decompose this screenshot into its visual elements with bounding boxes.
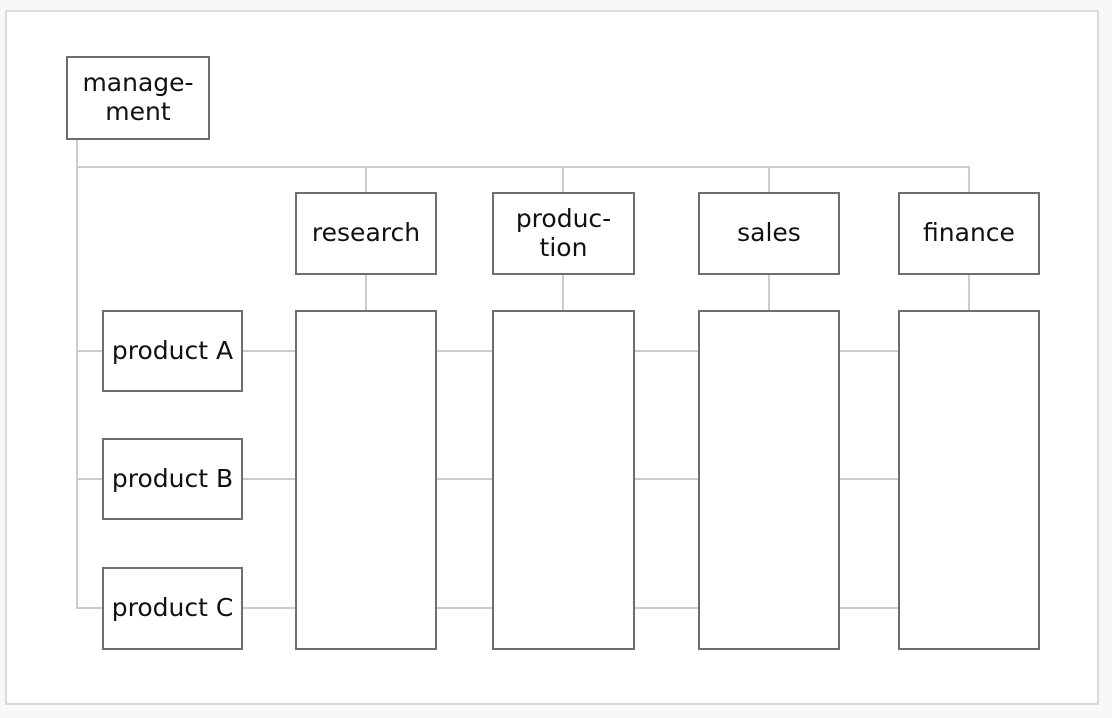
management-box: manage- ment bbox=[66, 56, 210, 140]
product-box-c: product C bbox=[102, 567, 243, 650]
department-box-sales: sales bbox=[698, 192, 840, 275]
connector-research-column-stub bbox=[365, 275, 367, 310]
product-box-b: product B bbox=[102, 438, 243, 520]
product-label-a: product A bbox=[111, 335, 234, 365]
department-box-research: research bbox=[295, 192, 437, 275]
department-column-production bbox=[492, 310, 635, 650]
department-box-production: produc- tion bbox=[492, 192, 635, 275]
connector-finance-column-stub bbox=[968, 275, 970, 310]
product-label-c: product C bbox=[111, 593, 234, 623]
connector-row-product-a bbox=[76, 350, 900, 352]
product-box-a: product A bbox=[102, 310, 243, 392]
connector-sales-column-stub bbox=[768, 275, 770, 310]
connector-management-trunk bbox=[76, 140, 78, 609]
department-box-finance: finance bbox=[898, 192, 1040, 275]
department-label-production: produc- tion bbox=[515, 203, 612, 262]
department-label-research: research bbox=[311, 218, 421, 248]
department-column-finance bbox=[898, 310, 1040, 650]
department-column-sales bbox=[698, 310, 840, 650]
management-label: manage- ment bbox=[82, 68, 194, 126]
connector-production-column-stub bbox=[562, 275, 564, 310]
department-label-sales: sales bbox=[737, 218, 801, 248]
connector-production-top-stub bbox=[562, 166, 564, 192]
connector-row-product-c bbox=[76, 607, 900, 609]
connector-sales-top-stub bbox=[768, 166, 770, 192]
product-label-b: product B bbox=[111, 463, 234, 493]
department-label-finance: finance bbox=[923, 218, 1015, 248]
connector-research-top-stub bbox=[365, 166, 367, 192]
connector-finance-top-stub bbox=[968, 166, 970, 192]
connector-row-product-b bbox=[76, 478, 900, 480]
connector-department-branch bbox=[76, 166, 970, 168]
department-column-research bbox=[295, 310, 437, 650]
